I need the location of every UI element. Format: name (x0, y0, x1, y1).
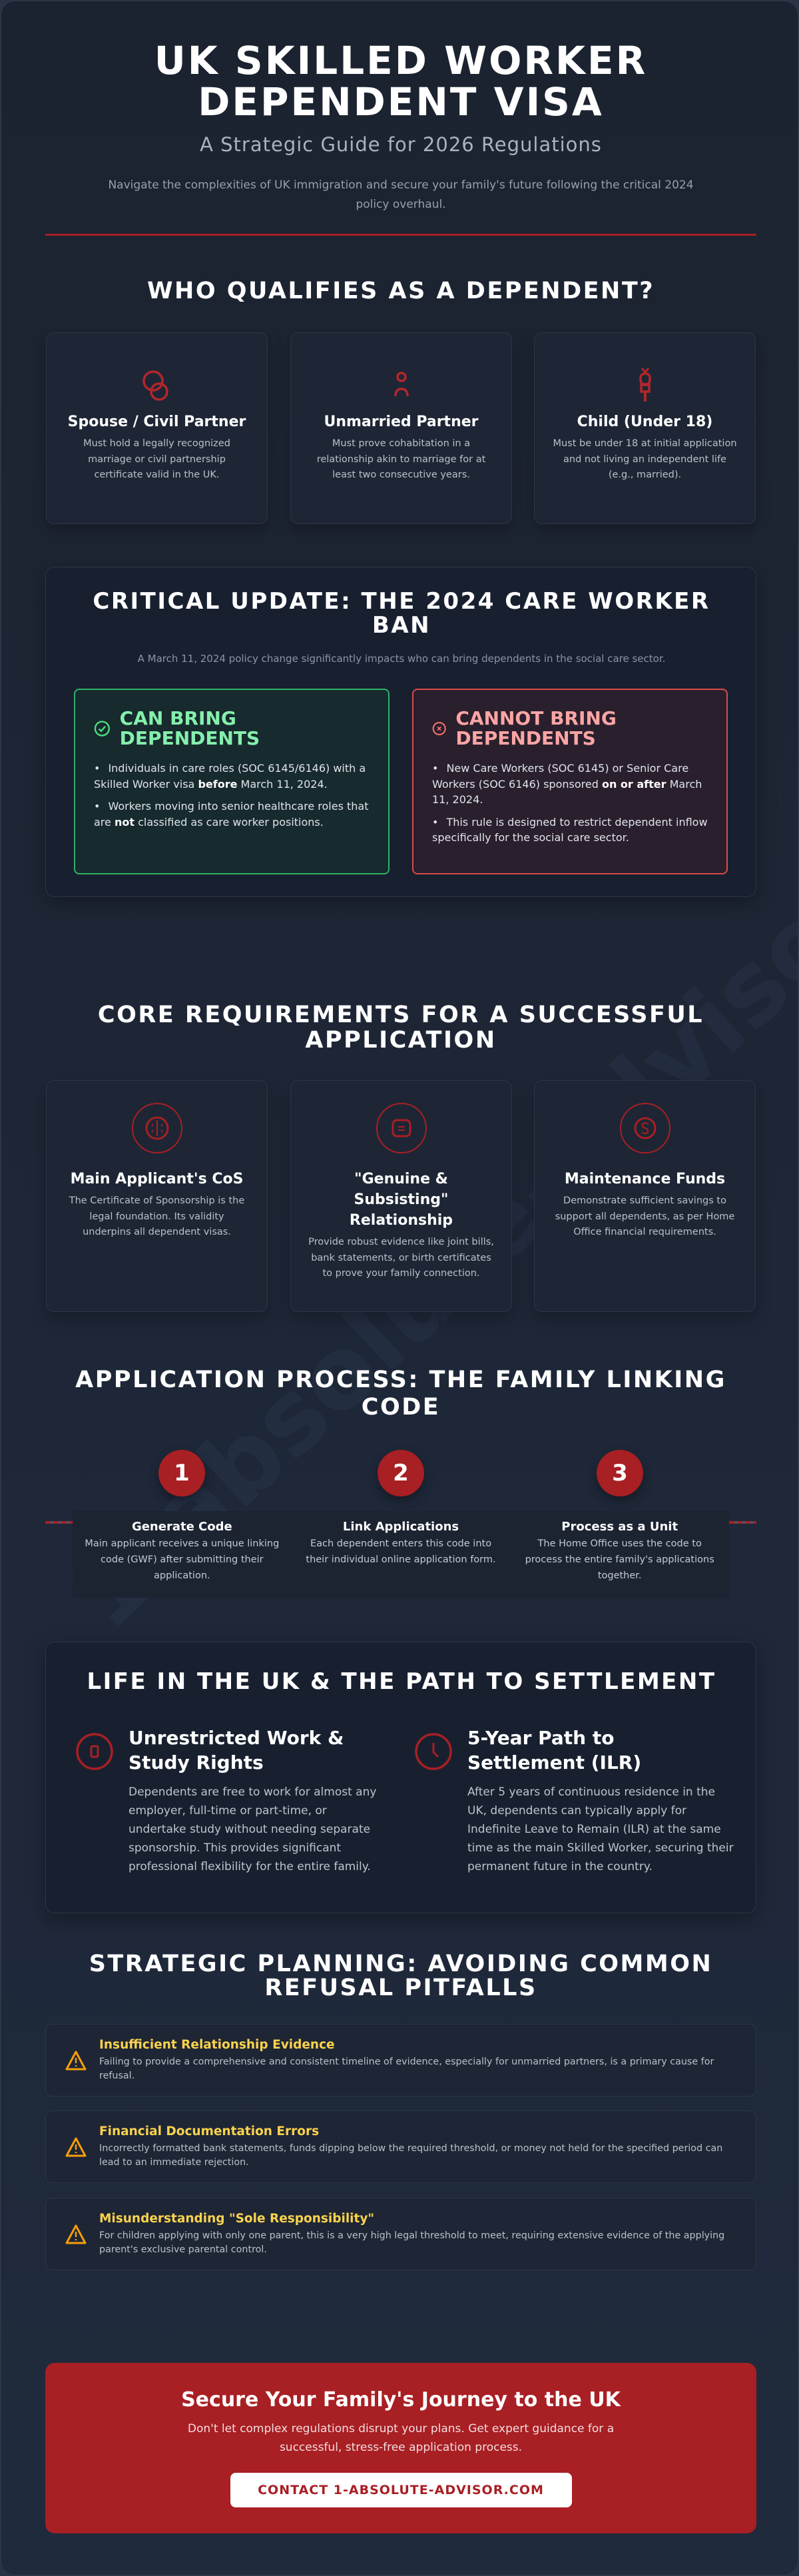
child-icon (639, 368, 651, 402)
x-circle-icon (432, 721, 446, 736)
critical-update-panel: CRITICAL UPDATE: THE 2024 CARE WORKER BA… (45, 567, 756, 897)
warning-icon (65, 2051, 87, 2070)
card-title: Maintenance Funds (564, 1171, 726, 1187)
card-spouse: Spouse / Civil Partner Must hold a legal… (46, 332, 268, 524)
page-title: UK SKILLED WORKER DEPENDENT VISA (1, 38, 798, 125)
warning-icon (65, 2224, 87, 2244)
section-heading-qualifies: WHO QUALIFIES AS A DEPENDENT? (146, 278, 655, 304)
document-icon (376, 1103, 427, 1153)
person-icon (394, 372, 409, 397)
certificate-icon (131, 1103, 182, 1153)
section-heading-pitfalls: STRATEGIC PLANNING: AVOIDING COMMON REFU… (89, 1951, 713, 2001)
cannot-bring-title: CANNOT BRING DEPENDENTS (455, 707, 617, 749)
step-number: 1 (158, 1450, 205, 1496)
contact-button[interactable]: CONTACT 1-ABSOLUTE-ADVISOR.COM (230, 2473, 572, 2507)
title-line-1: UK SKILLED WORKER (154, 38, 648, 83)
card-title: Main Applicant's CoS (70, 1171, 244, 1187)
page-subtitle: A Strategic Guide for 2026 Regulations (200, 133, 602, 156)
section-heading-process: APPLICATION PROCESS: THE FAMILY LINKING … (75, 1367, 726, 1421)
divider (45, 234, 756, 236)
clock-icon (415, 1733, 452, 1770)
warning-icon (65, 2137, 87, 2156)
card-text: The Certificate of Sponsorship is the le… (69, 1195, 245, 1237)
section-heading-critical: CRITICAL UPDATE: THE 2024 CARE WORKER BA… (93, 588, 710, 639)
life-item-settlement: 5-Year Path to Settlement (ILR)After 5 y… (414, 1726, 734, 1876)
card-title: Child (Under 18) (577, 414, 713, 430)
card-maintenance-funds: Maintenance Funds Demonstrate sufficient… (534, 1080, 756, 1312)
cannot-bring-box: CANNOT BRING DEPENDENTS New Care Workers… (412, 689, 728, 874)
step-number: 3 (597, 1450, 643, 1496)
list-item: New Care Workers (SOC 6145) or Senior Ca… (432, 761, 708, 808)
cta-banner: Secure Your Family's Journey to the UK D… (45, 2363, 756, 2533)
cta-text: Don't let complex regulations disrupt yo… (187, 2422, 615, 2454)
briefcase-icon (76, 1733, 113, 1770)
step-number: 2 (378, 1450, 424, 1496)
list-item: Workers moving into senior healthcare ro… (94, 799, 370, 830)
card-relationship: "Genuine & Subsisting" Relationship Prov… (290, 1080, 512, 1312)
card-title: Spouse / Civil Partner (67, 414, 246, 430)
title-line-2: DEPENDENT VISA (198, 79, 604, 125)
section-heading-life: LIFE IN THE UK & THE PATH TO SETTLEMENT (87, 1668, 716, 1695)
card-title: "Genuine & Subsisting" Relationship (349, 1171, 453, 1229)
can-bring-title: CAN BRING DEPENDENTS (119, 707, 260, 749)
section-heading-requirements: CORE REQUIREMENTS FOR A SUCCESSFUL APPLI… (97, 1002, 704, 1054)
list-item: This rule is designed to restrict depend… (432, 814, 708, 846)
life-in-uk-panel: LIFE IN THE UK & THE PATH TO SETTLEMENT … (45, 1642, 756, 1913)
card-text: Demonstrate sufficient savings to suppor… (555, 1195, 735, 1237)
can-bring-box: CAN BRING DEPENDENTS Individuals in care… (74, 689, 390, 874)
money-icon (619, 1103, 670, 1153)
check-circle-icon (94, 721, 110, 737)
rings-icon (142, 370, 168, 401)
timeline-line (729, 1521, 756, 1524)
card-text: Must hold a legally recognized marriage … (83, 438, 230, 480)
card-text: Provide robust evidence like joint bills… (308, 1237, 494, 1279)
pitfall-item: Misunderstanding "Sole Responsibility"Fo… (45, 2198, 756, 2270)
card-title: Unmarried Partner (324, 414, 479, 430)
list-item: Individuals in care roles (SOC 6145/6146… (94, 761, 370, 792)
timeline-line (45, 1521, 73, 1524)
card-text: Must prove cohabitation in a relationshi… (316, 438, 486, 480)
intro-text: Navigate the complexities of UK immigrat… (108, 178, 694, 211)
card-unmarried-partner: Unmarried Partner Must prove cohabitatio… (290, 332, 512, 524)
card-text: Must be under 18 at initial application … (553, 438, 737, 480)
critical-subtitle: A March 11, 2024 policy change significa… (137, 653, 666, 665)
cta-title: Secure Your Family's Journey to the UK (181, 2388, 621, 2412)
card-child: Child (Under 18) Must be under 18 at ini… (534, 332, 756, 524)
card-cos: Main Applicant's CoS The Certificate of … (46, 1080, 268, 1312)
